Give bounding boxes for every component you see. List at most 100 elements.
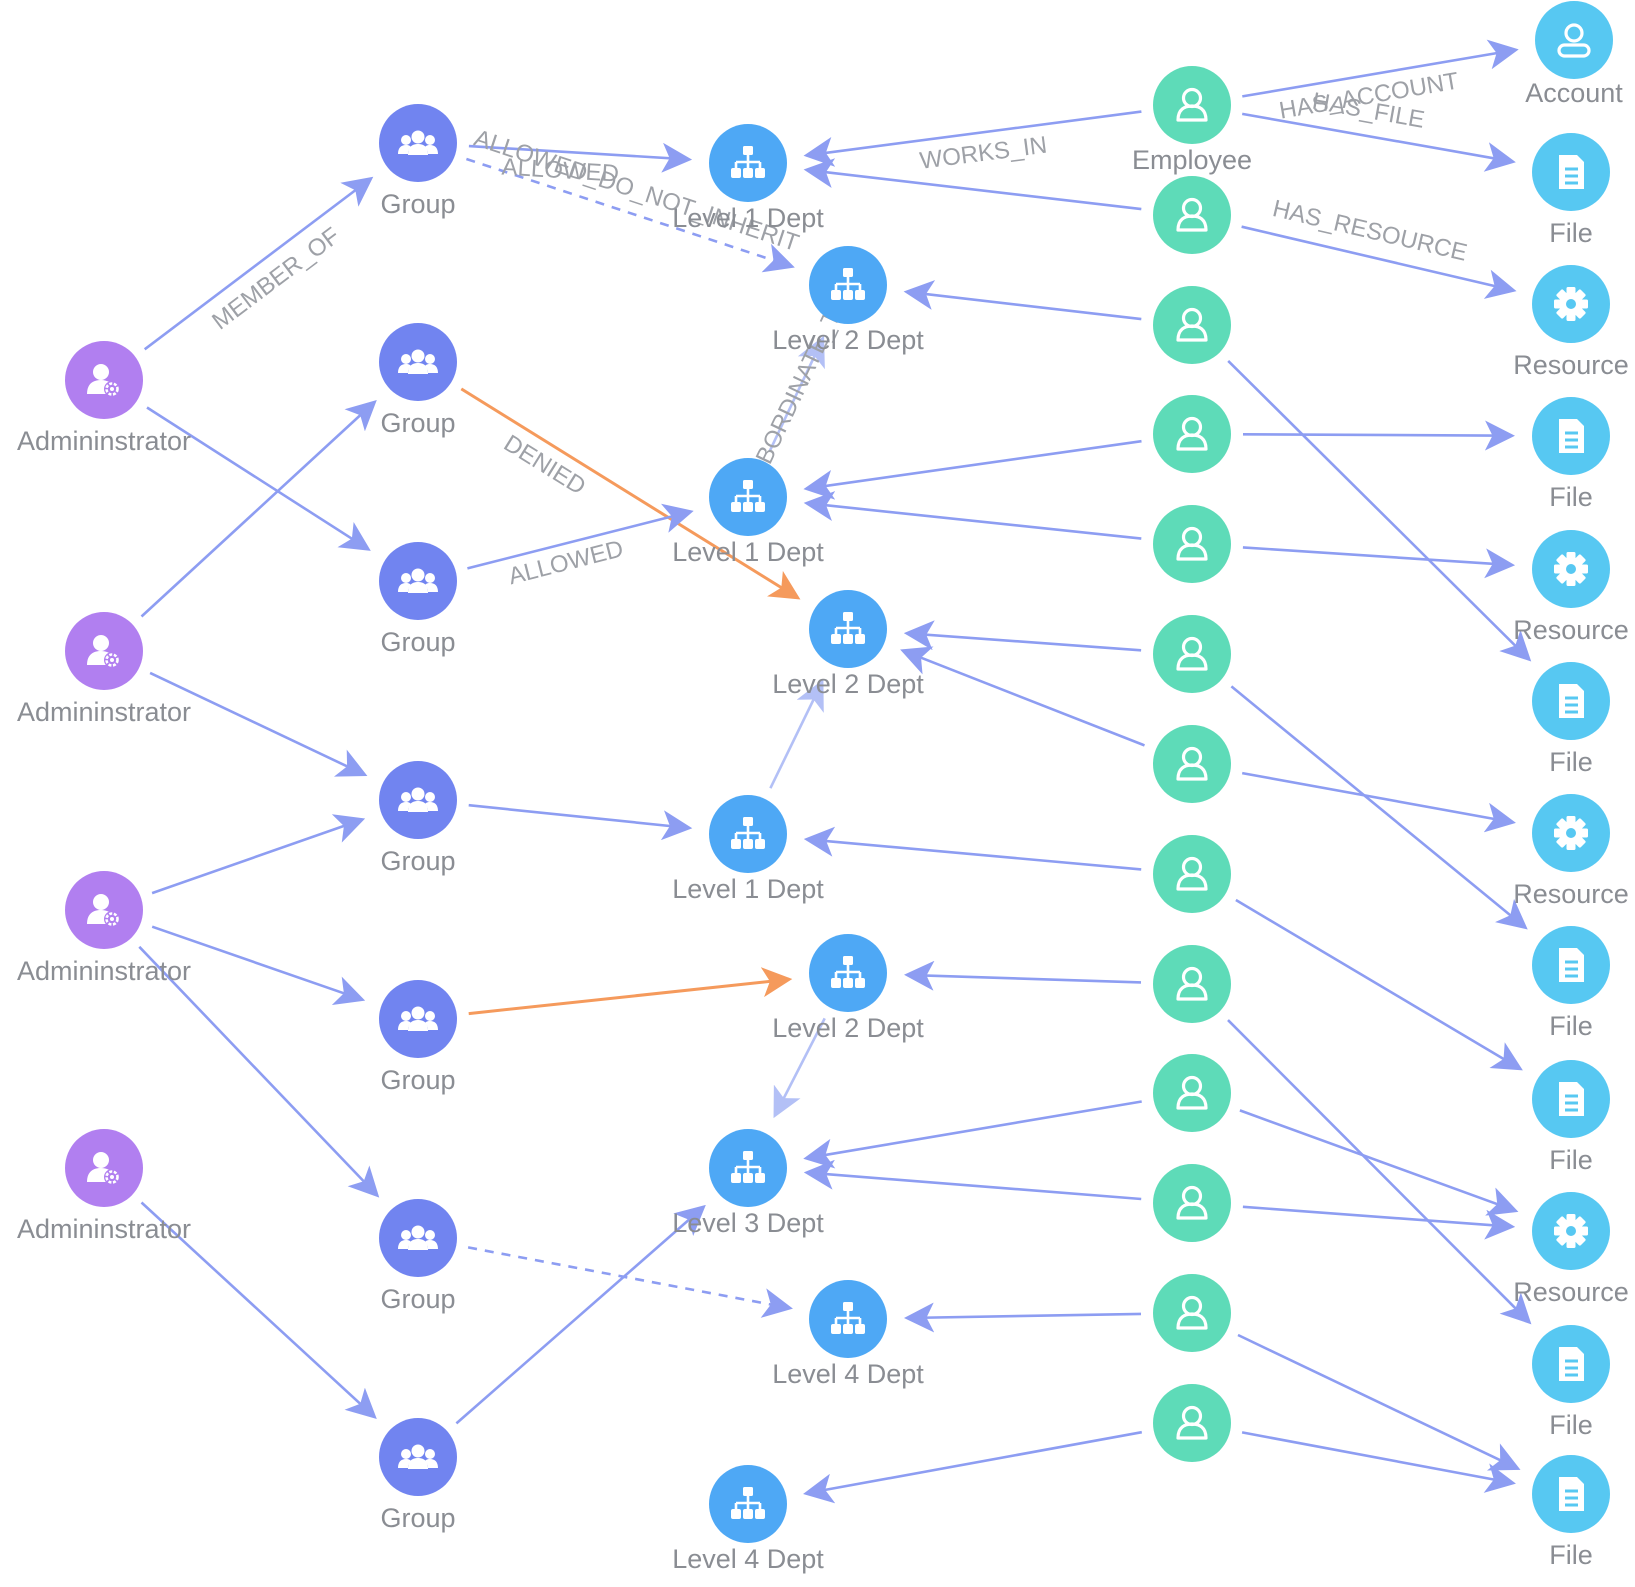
node-file-t2[interactable]: File	[1532, 133, 1610, 248]
group-people-icon	[398, 1225, 438, 1250]
node-group-g4[interactable]: Group	[379, 761, 457, 876]
org-chart-icon	[831, 1302, 865, 1334]
node-dept-d2a[interactable]: Level 2 Dept	[772, 246, 924, 355]
dept-label: Level 4 Dept	[772, 1359, 924, 1389]
edge-a2-to-g4	[149, 671, 368, 777]
user-outline-icon	[1176, 1295, 1208, 1330]
file-document-icon	[1559, 419, 1584, 453]
file-label: File	[1549, 1011, 1593, 1041]
resource-label: Resource	[1513, 1277, 1629, 1307]
node-employee-e9[interactable]	[1153, 945, 1231, 1023]
org-chart-icon	[731, 146, 765, 178]
resource-label: Resource	[1513, 350, 1629, 380]
edge-e9-to-t11	[1227, 1019, 1532, 1325]
node-group-g5[interactable]: Group	[379, 980, 457, 1095]
gear-icon	[1554, 287, 1588, 321]
group-label: Group	[380, 627, 455, 657]
file-label: File	[1549, 1145, 1593, 1175]
edge-e3-to-d2a	[903, 280, 1142, 321]
admin-label: Admininstrator	[17, 956, 191, 986]
group-people-icon	[398, 1006, 438, 1031]
user-outline-icon	[1176, 966, 1208, 1001]
user-outline-icon	[1176, 1405, 1208, 1440]
file-document-icon	[1559, 948, 1584, 982]
node-admin-a2[interactable]: Admininstrator	[17, 612, 191, 727]
org-chart-icon	[731, 817, 765, 849]
edge-e12-to-d4a	[904, 1302, 1142, 1333]
edge-g1-to-d1a	[468, 142, 693, 173]
node-account-t1[interactable]: Account	[1525, 1, 1623, 108]
file-label: File	[1549, 1540, 1593, 1570]
edge-a3-to-g6	[138, 945, 380, 1198]
node-employee-e10[interactable]	[1153, 1054, 1231, 1132]
edge-d1c-to-d2b	[769, 679, 824, 789]
gear-icon	[1554, 552, 1588, 586]
user-outline-icon	[1176, 636, 1208, 671]
node-group-g1[interactable]: Group	[379, 104, 457, 219]
node-employee-e5[interactable]	[1153, 505, 1231, 583]
node-group-g6[interactable]: Group	[379, 1199, 457, 1314]
node-employee-e3[interactable]	[1153, 286, 1231, 364]
node-resource-t5[interactable]: Resource	[1513, 530, 1629, 645]
dept-label: Level 4 Dept	[672, 1544, 824, 1574]
group-label: Group	[380, 189, 455, 219]
node-dept-d4a[interactable]: Level 4 Dept	[772, 1280, 924, 1389]
node-dept-d2c[interactable]: Level 2 Dept	[772, 934, 924, 1043]
node-file-t9[interactable]: File	[1532, 1060, 1610, 1175]
node-file-t8[interactable]: File	[1532, 926, 1610, 1041]
node-employee-e2[interactable]	[1153, 176, 1231, 254]
group-label: Group	[380, 1503, 455, 1533]
dept-label: Level 1 Dept	[672, 203, 824, 233]
edge-e5-to-d1b	[803, 491, 1142, 540]
admin-label: Admininstrator	[17, 697, 191, 727]
admin-user-gear-icon	[87, 364, 120, 397]
node-file-t6[interactable]: File	[1532, 662, 1610, 777]
group-people-icon	[398, 787, 438, 812]
node-admin-a1[interactable]: Admininstrator	[17, 341, 191, 456]
node-employee-e1[interactable]: Employee	[1132, 66, 1252, 175]
node-group-g2[interactable]: Group	[379, 323, 457, 438]
user-outline-icon	[1176, 307, 1208, 342]
org-chart-icon	[831, 956, 865, 988]
node-resource-t10[interactable]: Resource	[1513, 1192, 1629, 1307]
org-chart-icon	[831, 268, 865, 300]
edge-e8-to-d1c	[803, 826, 1142, 871]
edge-a3-to-g4	[151, 814, 366, 895]
edge-e4-to-d1b	[803, 439, 1142, 500]
node-dept-d2b[interactable]: Level 2 Dept	[772, 590, 924, 699]
edge-e1-to-t1	[1242, 39, 1519, 98]
node-file-t12[interactable]: File	[1532, 1455, 1610, 1570]
node-dept-d1a[interactable]: Level 1 Dept	[672, 124, 824, 233]
node-employee-e8[interactable]	[1153, 835, 1231, 913]
node-file-t11[interactable]: File	[1532, 1325, 1610, 1440]
org-chart-icon	[731, 1151, 765, 1183]
node-employee-e11[interactable]	[1153, 1164, 1231, 1242]
edge-e12-to-t12	[1237, 1333, 1521, 1471]
node-employee-e13[interactable]	[1153, 1384, 1231, 1462]
node-employee-e6[interactable]	[1153, 615, 1231, 693]
edge-e9-to-d2c	[904, 960, 1142, 991]
node-admin-a3[interactable]: Admininstrator	[17, 871, 191, 986]
node-dept-d4b[interactable]: Level 4 Dept	[672, 1465, 824, 1574]
node-resource-t7[interactable]: Resource	[1513, 794, 1629, 909]
node-dept-d1c[interactable]: Level 1 Dept	[672, 795, 824, 904]
node-file-t4[interactable]: File	[1532, 397, 1610, 512]
employee-label: Employee	[1132, 145, 1252, 175]
node-resource-t3[interactable]: Resource	[1513, 265, 1629, 380]
edge-g2-to-d2b	[460, 387, 801, 600]
node-group-g7[interactable]: Group	[379, 1418, 457, 1533]
file-document-icon	[1559, 1082, 1584, 1116]
edge-e3-to-t6	[1227, 359, 1532, 662]
file-document-icon	[1559, 1477, 1584, 1511]
edge-e13-to-t12	[1241, 1431, 1516, 1493]
user-outline-icon	[1176, 856, 1208, 891]
user-outline-icon	[1176, 197, 1208, 232]
node-employee-e12[interactable]	[1153, 1274, 1231, 1352]
node-dept-d1b[interactable]: Level 1 Dept	[672, 458, 824, 567]
node-dept-d3[interactable]: Level 3 Dept	[672, 1129, 824, 1238]
node-employee-e7[interactable]	[1153, 725, 1231, 803]
node-group-g3[interactable]: Group	[379, 542, 457, 657]
admin-label: Admininstrator	[17, 426, 191, 456]
node-admin-a4[interactable]: Admininstrator	[17, 1129, 191, 1244]
node-employee-e4[interactable]	[1153, 395, 1231, 473]
